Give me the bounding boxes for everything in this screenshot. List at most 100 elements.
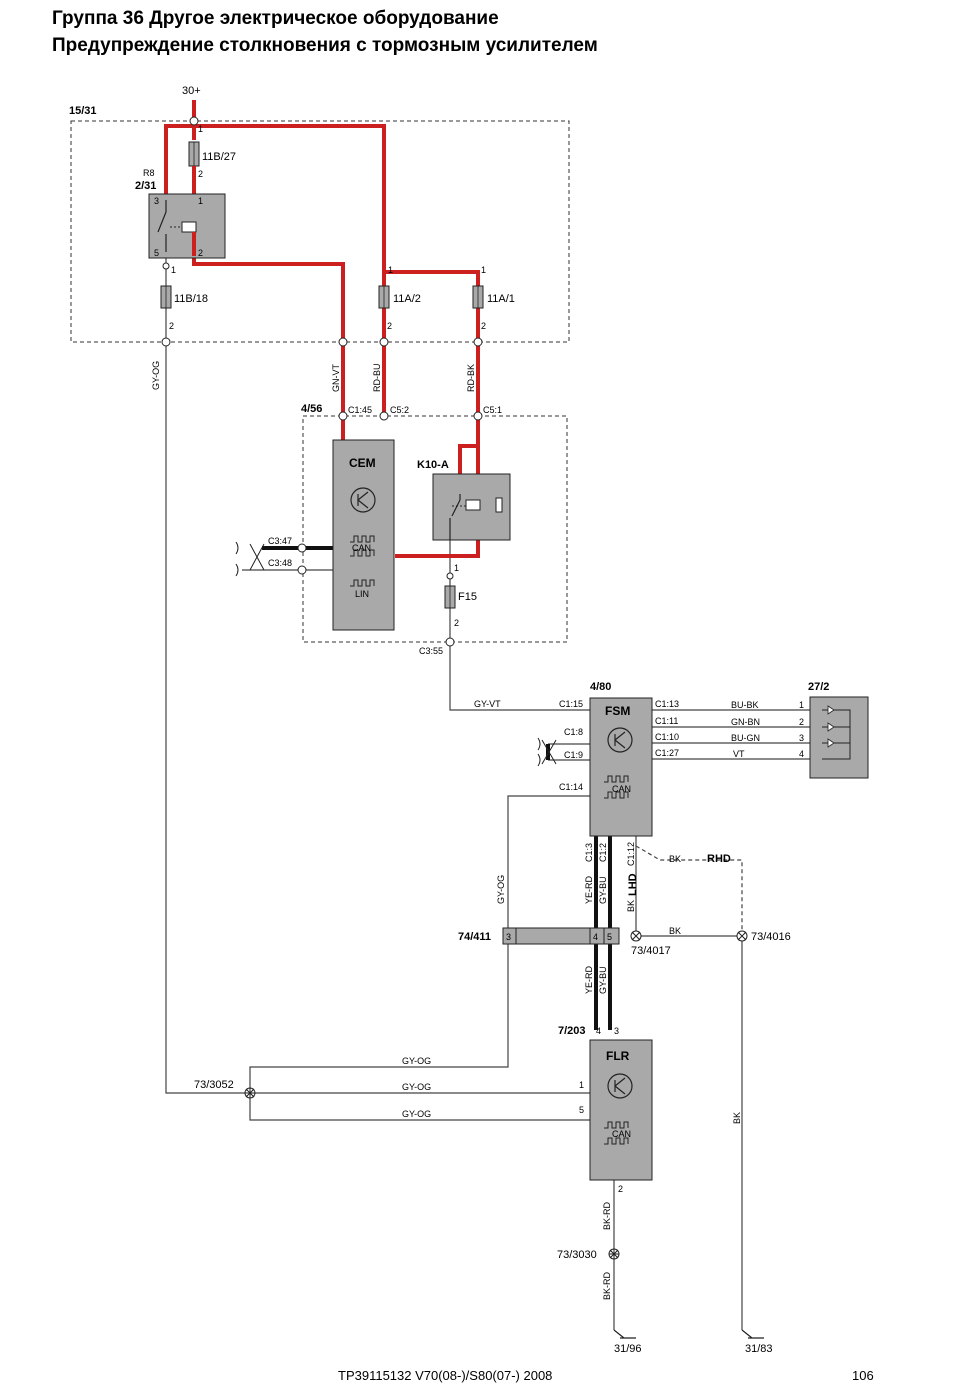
wire-gy-bu-label-upper: GY-BU: [598, 876, 608, 904]
fsm-can-label: CAN: [612, 784, 631, 794]
cem-c348: C3:48: [268, 558, 292, 568]
wire-bu-gn-label: BU-GN: [731, 733, 760, 743]
connector-411-pin3: 3: [506, 932, 511, 942]
fuse-11a2-name: 11A/2: [393, 293, 421, 305]
wire-bk-label-lhd: BK: [626, 900, 636, 912]
fsm-c113: C1:13: [655, 699, 679, 709]
wire-vt-label: VT: [733, 749, 745, 759]
relay-r8-ref: 2/31: [135, 180, 156, 192]
fsm-c112: C1:12: [626, 842, 636, 866]
fsm-module: [589, 697, 653, 837]
chassis-ground-96: [613, 1329, 636, 1339]
page-title: Группа 36 Другое электрическое оборудова…: [52, 8, 499, 29]
signal-wires: [165, 258, 810, 1330]
fuse-11b18: [160, 285, 172, 309]
ground-83-label: 31/83: [745, 1343, 773, 1355]
fsm-c18: C1:8: [564, 727, 583, 737]
twisted-pair-terminations: [235, 541, 557, 767]
terminal-dots: [161, 116, 483, 647]
cem-ref: 4/56: [301, 403, 322, 415]
wire-bu-bk-label: BU-BK: [731, 700, 759, 710]
fuse-11b27: [188, 141, 200, 196]
ground-4017-label: 73/4017: [631, 945, 671, 957]
fuse-11b18-pin1: 1: [171, 265, 176, 275]
cem-can-label: CAN: [352, 543, 371, 553]
ground-4016-label: 73/4016: [751, 931, 791, 943]
fsm-c114: C1:14: [559, 782, 583, 792]
fuse-11a2: [378, 285, 390, 309]
cem-module: [332, 439, 395, 631]
supply-label: 30+: [182, 85, 201, 97]
fsm-c110: C1:10: [655, 732, 679, 742]
footer-document-id: TP39115132 V70(08-)/S80(07-) 2008: [338, 1368, 553, 1383]
lamp-ref: 27/2: [808, 681, 829, 693]
footer-page-number: 106: [852, 1368, 874, 1383]
flr-can-label: CAN: [612, 1129, 631, 1139]
relay-r8: [148, 193, 226, 259]
wire-ye-rd-label-upper: YE-RD: [584, 875, 594, 904]
fsm-c12: C1:2: [598, 843, 608, 862]
flr-ref: 7/203: [558, 1025, 586, 1037]
flr-pin5: 5: [579, 1105, 584, 1115]
fsm-ref: 4/80: [590, 681, 611, 693]
fsm-c19: C1:9: [564, 750, 583, 760]
fsm-name: FSM: [605, 704, 630, 718]
fuse-11b18-name: 11B/18: [174, 293, 208, 305]
ground-3030-label: 73/3030: [557, 1249, 597, 1261]
wire-gy-og-label-mid: GY-OG: [402, 1082, 431, 1092]
flr-name: FLR: [606, 1049, 630, 1063]
fuse-11a2-pin1: 1: [388, 265, 393, 275]
central-box-ref: 15/31: [69, 105, 97, 117]
fsm-c127: C1:27: [655, 748, 679, 758]
wire-bk-rd-label-lower: BK-RD: [602, 1271, 612, 1300]
central-box-frame: [70, 120, 570, 343]
flr-module: [589, 1039, 653, 1181]
fuse-11b27-pin2: 2: [198, 169, 203, 179]
lamp-pin3: 3: [799, 733, 804, 743]
connector-74-411: [502, 927, 620, 945]
cem-relay-name: K10-A: [417, 459, 449, 471]
wire-gn-bn-label: GN-BN: [731, 717, 760, 727]
wire-gy-og-label-bot: GY-OG: [402, 1109, 431, 1119]
connector-411-ref: 74/411: [458, 931, 491, 943]
relay-r8-name: R8: [143, 168, 155, 178]
relay-r8-pin1: 1: [198, 196, 203, 206]
f15-name: F15: [458, 591, 477, 603]
wire-rd-bu-label: RD-BU: [372, 364, 382, 393]
fuse-11a1: [472, 285, 484, 309]
fuse-11a1-pin1: 1: [481, 265, 486, 275]
f15-pin1: 1: [454, 563, 459, 573]
flr-pin3: 3: [614, 1026, 619, 1036]
fsm-c111: C1:11: [655, 716, 678, 726]
ground-3030: [608, 1248, 620, 1260]
flr-pin4: 4: [596, 1026, 601, 1036]
fuse-11b27-pin1: 1: [198, 124, 203, 134]
ground-4017: [630, 930, 642, 942]
rhd-dashed-wire: [635, 845, 743, 936]
fuse-f15: [444, 585, 456, 609]
fuse-11b27-name: 11B/27: [202, 151, 236, 163]
cem-c52: C5:2: [390, 405, 409, 415]
cem-c355: C3:55: [419, 646, 443, 656]
cem-lin-label: LIN: [355, 589, 369, 599]
fuse-11b18-pin2: 2: [169, 321, 174, 331]
relay-r8-pin2: 2: [198, 248, 203, 258]
wire-bk-label-vertical: BK: [732, 1112, 742, 1124]
warning-lamp-module: [809, 696, 869, 779]
cem-c51: C5:1: [483, 405, 502, 415]
ground-96-label: 31/96: [614, 1343, 642, 1355]
relay-r8-pin5: 5: [154, 248, 159, 258]
wire-gy-vt-label: GY-VT: [474, 699, 501, 709]
relay-r8-pin3: 3: [154, 196, 159, 206]
wire-gy-bu-label-lower: GY-BU: [598, 966, 608, 994]
cem-c347: C3:47: [268, 536, 292, 546]
variant-lhd: LHD: [627, 873, 639, 896]
lamp-pin1: 1: [799, 700, 804, 710]
fuse-11a2-pin2: 2: [387, 321, 392, 331]
can-bus-wires: [262, 546, 612, 1030]
variant-rhd: RHD: [707, 853, 731, 865]
cem-c145: C1:45: [348, 405, 372, 415]
wire-gn-vt-label: GN-VT: [331, 364, 341, 393]
wire-gy-og-label: GY-OG: [151, 361, 161, 390]
